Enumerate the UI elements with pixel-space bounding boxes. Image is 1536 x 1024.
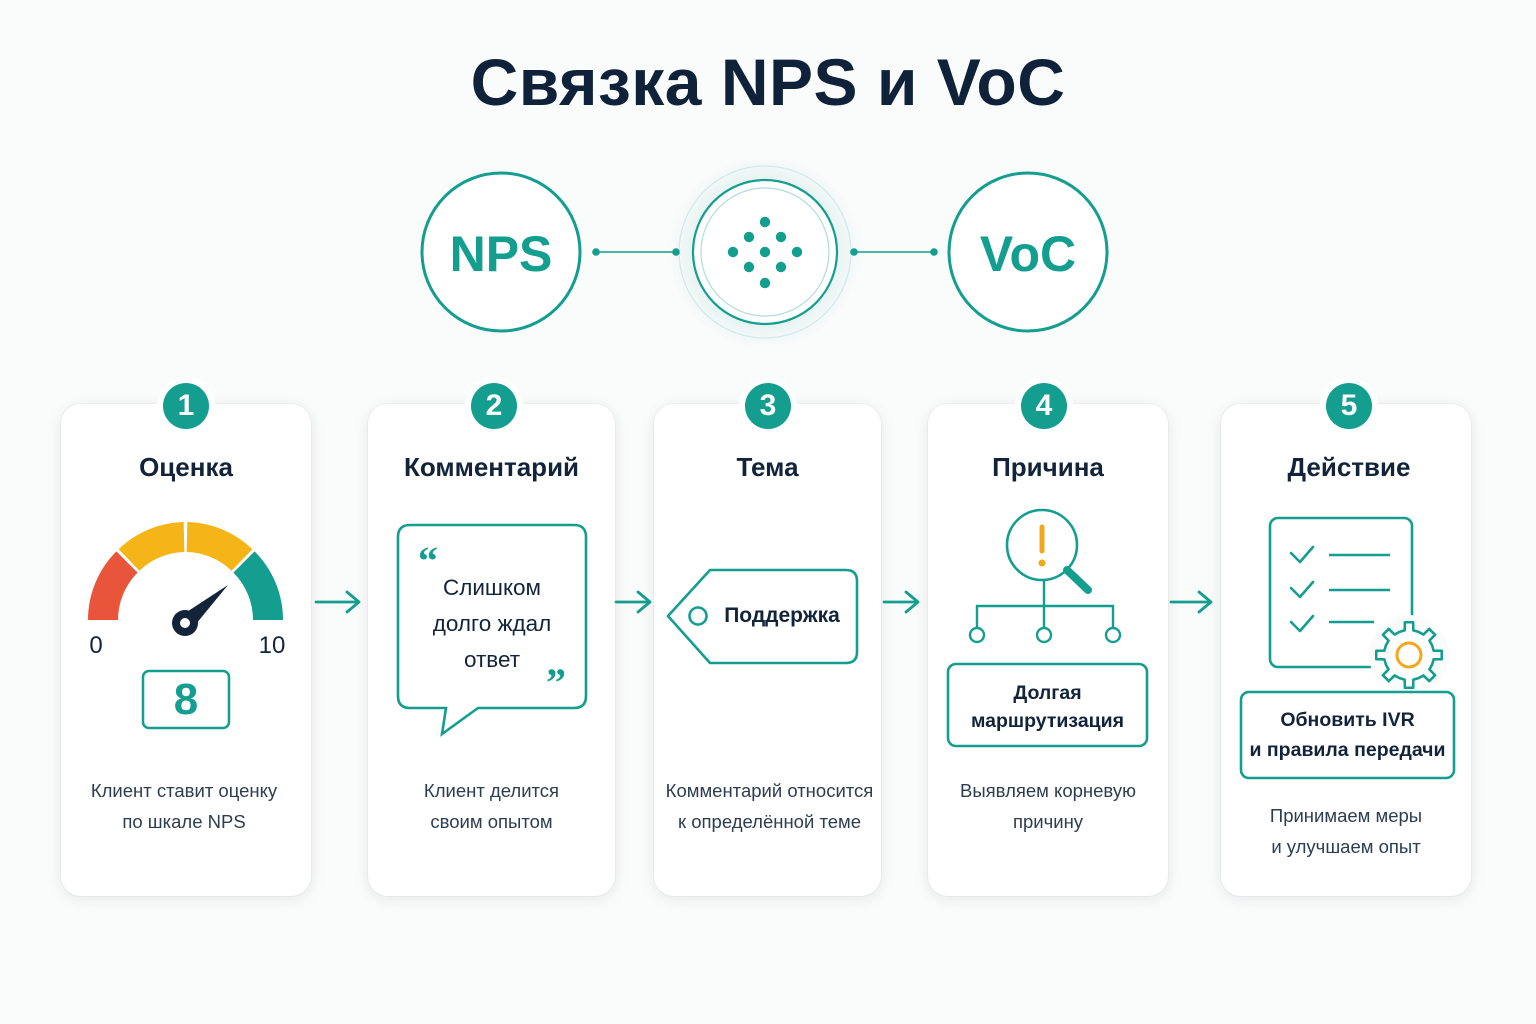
step-title: Действие [1287, 452, 1411, 482]
step-description: Комментарий относится к определённой тем… [654, 775, 885, 837]
description-line: и улучшаем опыт [1271, 836, 1421, 857]
action-text: Обновить IVR и правила передачи [1241, 705, 1454, 765]
gauge-max-label: 10 [258, 632, 286, 659]
score-value: 8 [173, 675, 199, 724]
description-line: Принимаем меры [1269, 805, 1423, 826]
cause-line: маршрутизация [970, 710, 1125, 732]
cause-box [946, 662, 1149, 748]
step-card-4 [928, 404, 1168, 896]
tag-label: Поддержка [724, 604, 840, 627]
step-number-badge: 2 [471, 383, 517, 429]
step-number-badge: 1 [163, 383, 209, 429]
arrow-right-icon [1169, 590, 1213, 614]
action-box [1239, 690, 1456, 780]
quote-line: ответ [463, 647, 521, 672]
page-title: Связка NPS и VoC [470, 45, 1066, 119]
connector-dot [592, 248, 600, 256]
dot-cluster-icon [727, 216, 803, 289]
step-number-badge: 5 [1326, 383, 1372, 429]
score-box [141, 669, 231, 730]
step-title: Тема [736, 452, 799, 482]
voc-circle [947, 171, 1109, 333]
cause-line: Долгая [1013, 682, 1082, 704]
description-line: своим опытом [430, 811, 553, 832]
action-line: и правила передачи [1249, 739, 1446, 761]
hub-outer-ring [678, 165, 852, 339]
step-description: Принимаем меры и улучшаем опыт [1221, 800, 1471, 862]
hub-inner-ring [700, 187, 830, 317]
action-line: Обновить IVR [1280, 709, 1415, 731]
description-line: Клиент делится [423, 780, 560, 801]
quote-line: долго ждал [432, 611, 552, 636]
step-title: Причина [992, 452, 1104, 482]
arrow-right-icon [314, 590, 361, 614]
arrow-right-icon [614, 590, 652, 614]
cause-text: Долгая маршрутизация [948, 679, 1147, 735]
checklist-gear-icon [1268, 516, 1449, 695]
cause-tree-icon [968, 580, 1122, 644]
description-line: Комментарий относится [665, 780, 874, 801]
nps-circle [420, 171, 582, 333]
nps-voc-hub: NPS VoC [420, 156, 1109, 348]
speech-bubble-icon [396, 523, 588, 737]
step-number-badge: 3 [745, 383, 791, 429]
nps-label: NPS [450, 226, 553, 282]
step-title: Оценка [139, 452, 233, 482]
connector-dot [930, 248, 938, 256]
step-card-1 [61, 404, 311, 896]
step-description: Выявляем корневую причину [928, 775, 1168, 837]
description-line: Выявляем корневую [960, 780, 1136, 801]
tag-icon [666, 568, 859, 665]
quote-line: Слишком [442, 575, 542, 600]
gauge-icon [87, 522, 284, 636]
tag-hole-icon [688, 606, 708, 626]
description-line: к определённой теме [677, 811, 862, 832]
description-line: Клиент ставит оценку [90, 780, 278, 801]
arrow-right-icon [882, 590, 920, 614]
step-description: Клиент делится своим опытом [368, 775, 615, 837]
step-number-badge: 4 [1021, 383, 1067, 429]
gauge-min-label: 0 [89, 632, 103, 659]
close-quote-icon: ” [546, 660, 566, 705]
description-line: причину [1012, 811, 1084, 832]
step-title: Комментарий [403, 452, 580, 482]
quote-text: Слишком долго ждал ответ [398, 570, 586, 678]
voc-label: VoC [980, 226, 1076, 282]
step-description: Клиент ставит оценку по шкале NPS [61, 775, 307, 837]
magnifier-alert-icon [1005, 508, 1092, 594]
open-quote-icon: “ [418, 538, 438, 583]
description-line: по шкале NPS [122, 811, 246, 832]
